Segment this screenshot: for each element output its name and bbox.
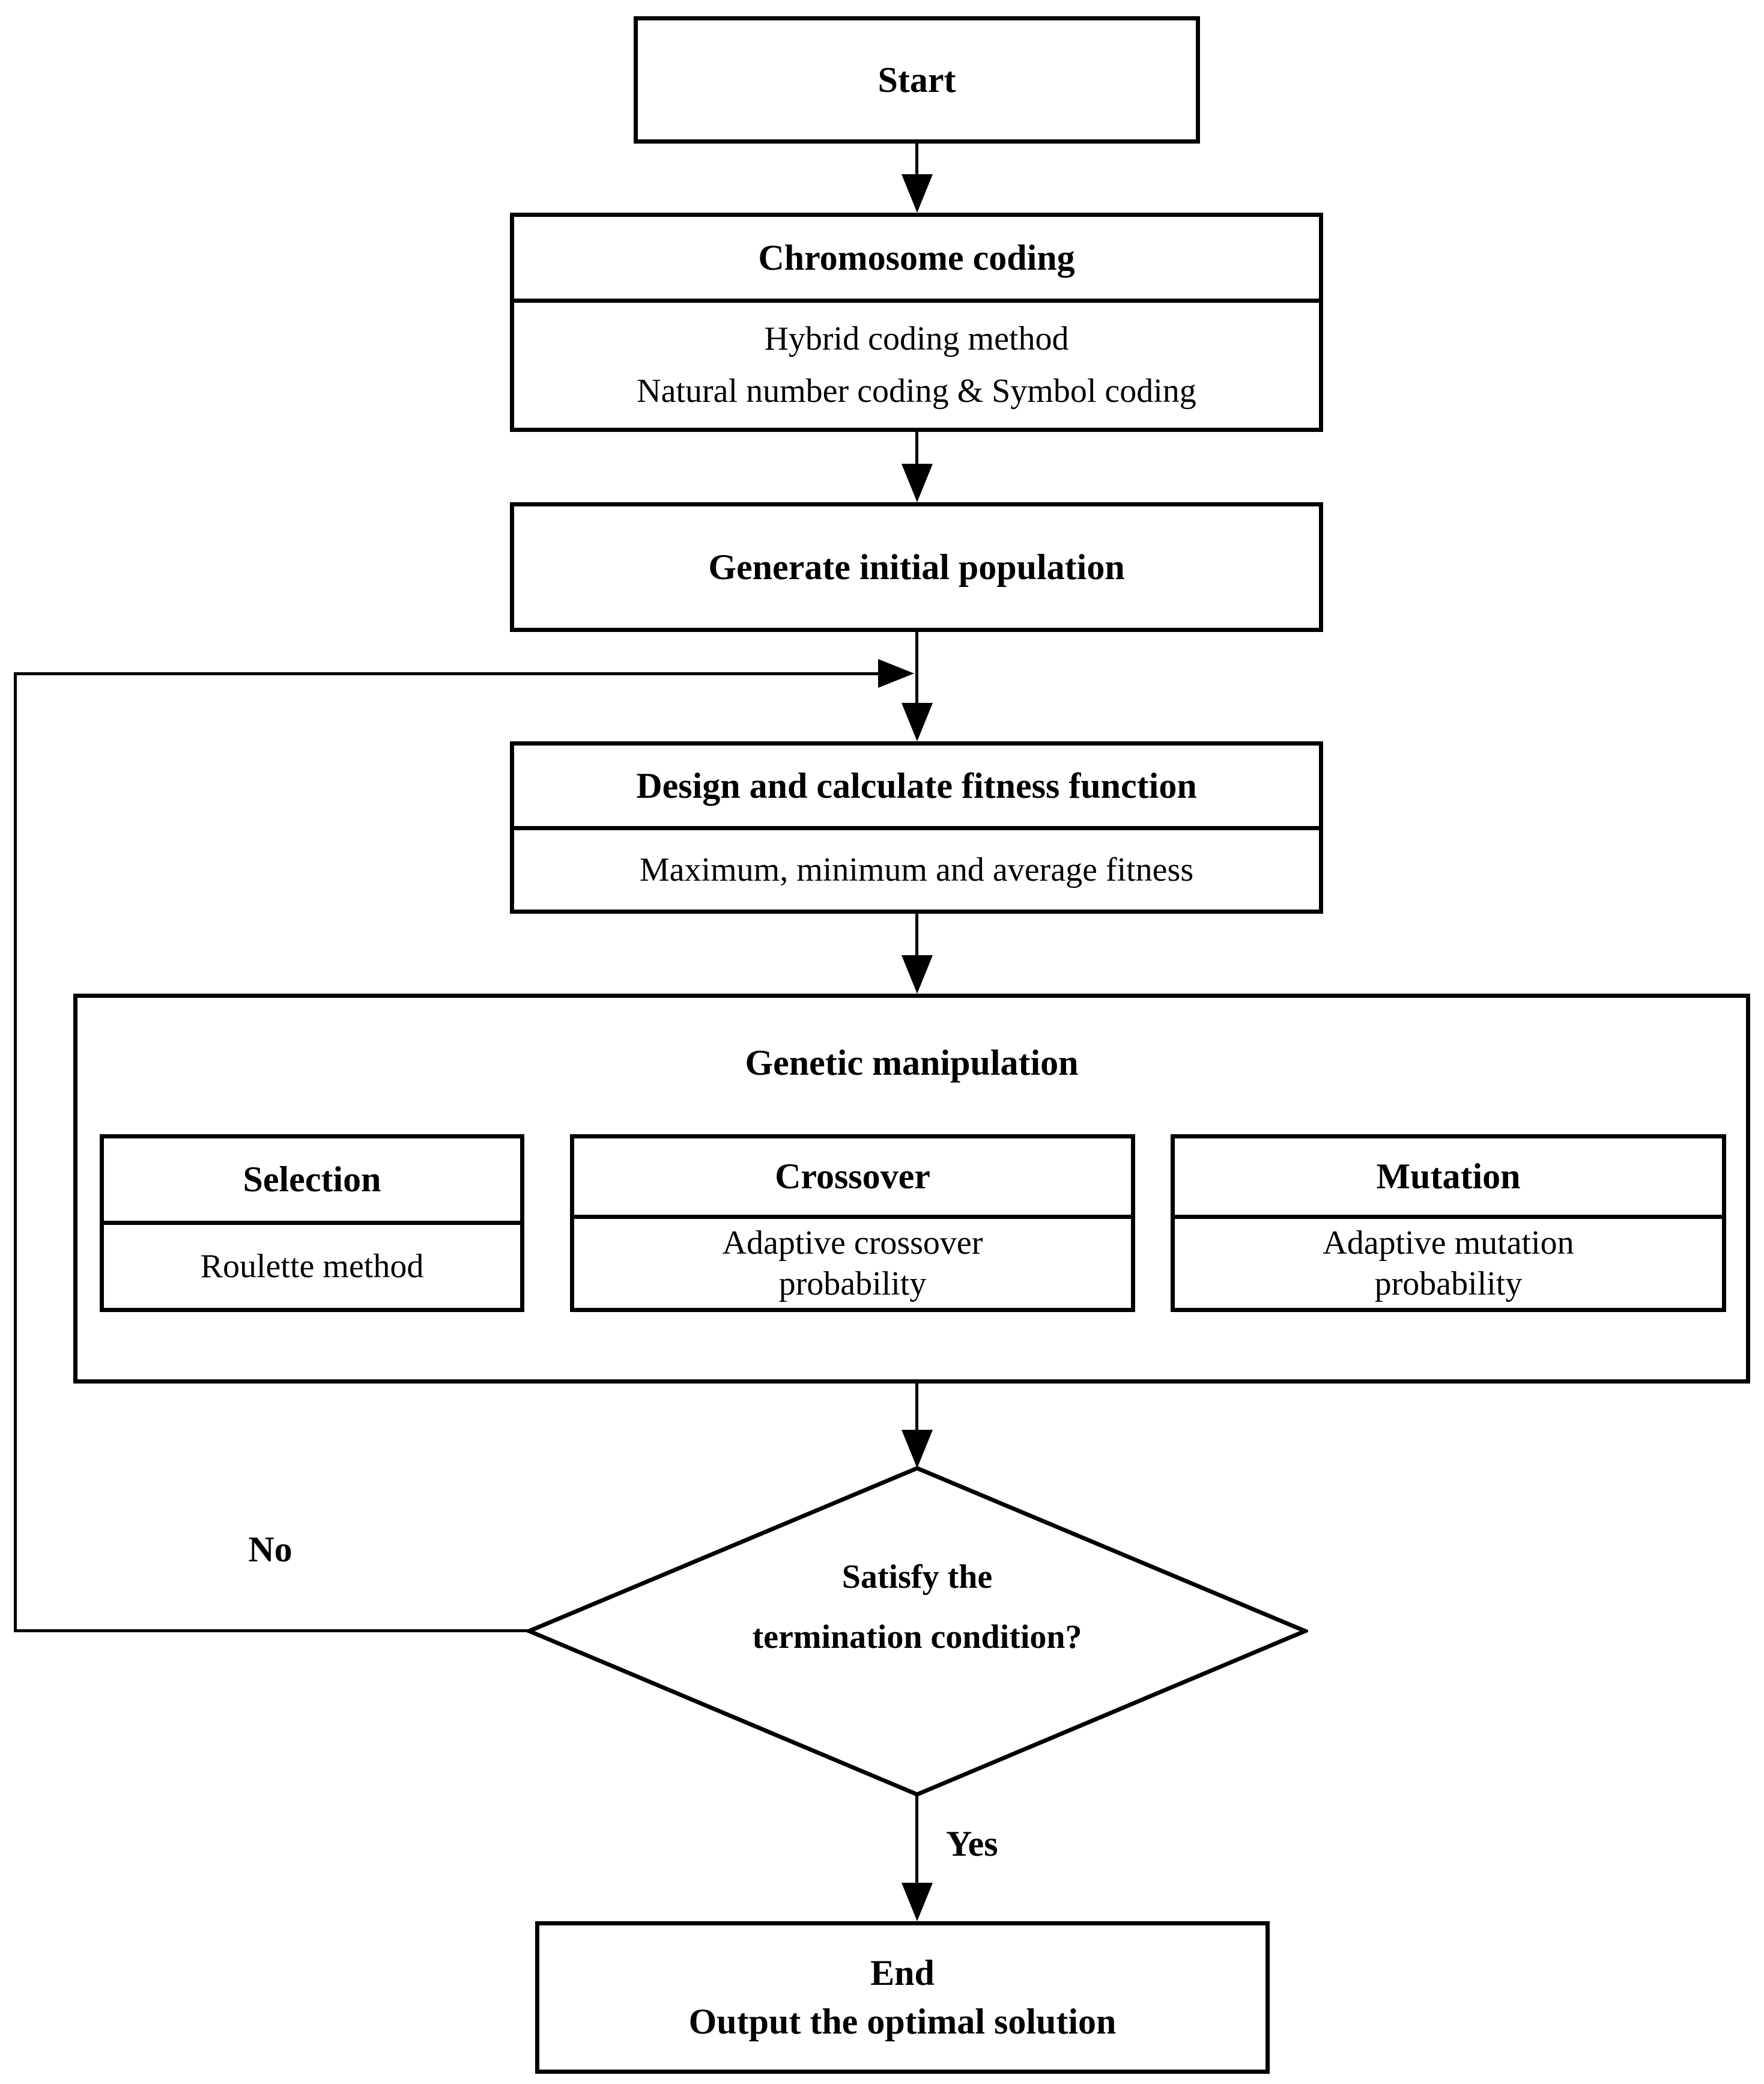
mutation-body: Adaptive mutation probability [1175, 1219, 1722, 1308]
no-edge-label: No [248, 1530, 292, 1569]
end-label-line2: Output the optimal solution [688, 2002, 1117, 2041]
selection-body: Roulette method [200, 1248, 424, 1285]
generate-initial-population-label: Generate initial population [708, 547, 1125, 587]
arrow-down-icon [902, 1883, 933, 1921]
connector-chromosome-generate-line [915, 432, 918, 466]
decision-label: Satisfy the termination condition? [617, 1560, 1217, 1654]
connector-generate-fitness-line [915, 632, 918, 704]
decision-label-line1: Satisfy the [841, 1558, 993, 1596]
node-fitness-function: Design and calculate fitness function Ma… [510, 741, 1323, 914]
connector-decision-end-line [915, 1795, 918, 1883]
fitness-function-title: Design and calculate fitness function [514, 746, 1319, 830]
crossover-title: Crossover [574, 1138, 1131, 1219]
genetic-manipulation-title: Genetic manipulation [745, 1043, 1079, 1083]
crossover-body: Adaptive crossover probability [574, 1219, 1131, 1308]
mutation-body-line2: probability [1374, 1265, 1523, 1302]
chromosome-coding-title: Chromosome coding [514, 217, 1319, 303]
node-chromosome-coding: Chromosome coding Hybrid coding method N… [510, 213, 1323, 432]
arrow-down-icon [902, 1430, 933, 1468]
loop-return-bottom-line [14, 1629, 530, 1632]
connector-start-chromosome-line [915, 144, 918, 177]
node-end: End Output the optimal solution [535, 1921, 1270, 2074]
mutation-title: Mutation [1175, 1138, 1722, 1219]
node-mutation: Mutation Adaptive mutation probability [1171, 1134, 1726, 1312]
loop-return-left-line [14, 672, 17, 1632]
loop-return-top-line [14, 672, 878, 675]
node-start: Start [634, 16, 1200, 144]
chromosome-coding-body-line2: Natural number coding & Symbol coding [637, 372, 1196, 410]
node-crossover: Crossover Adaptive crossover probability [570, 1134, 1135, 1312]
decision-diamond-shape [526, 1466, 1308, 1797]
chromosome-coding-body-line1: Hybrid coding method [764, 320, 1069, 358]
arrow-right-icon [878, 659, 914, 688]
decision-label-line2: termination condition? [752, 1618, 1082, 1656]
yes-edge-label: Yes [946, 1824, 998, 1864]
end-label-line1: End [870, 1953, 935, 1993]
arrow-down-icon [902, 955, 933, 994]
connector-fitness-genetic-line [915, 914, 918, 955]
fitness-function-body: Maximum, minimum and average fitness [639, 851, 1194, 889]
chromosome-coding-body: Hybrid coding method Natural number codi… [514, 303, 1319, 428]
crossover-body-line1: Adaptive crossover [722, 1224, 983, 1262]
node-generate-initial-population: Generate initial population [510, 502, 1323, 632]
mutation-body-line1: Adaptive mutation [1323, 1224, 1574, 1262]
arrow-down-icon [902, 464, 933, 502]
crossover-body-line2: probability [778, 1265, 927, 1302]
decision-diamond [526, 1466, 1308, 1797]
node-selection: Selection Roulette method [100, 1134, 524, 1312]
start-label: Start [877, 59, 956, 100]
selection-title: Selection [104, 1138, 520, 1225]
arrow-down-icon [902, 174, 933, 213]
arrow-down-icon [902, 703, 933, 741]
connector-genetic-decision-line [915, 1384, 918, 1432]
